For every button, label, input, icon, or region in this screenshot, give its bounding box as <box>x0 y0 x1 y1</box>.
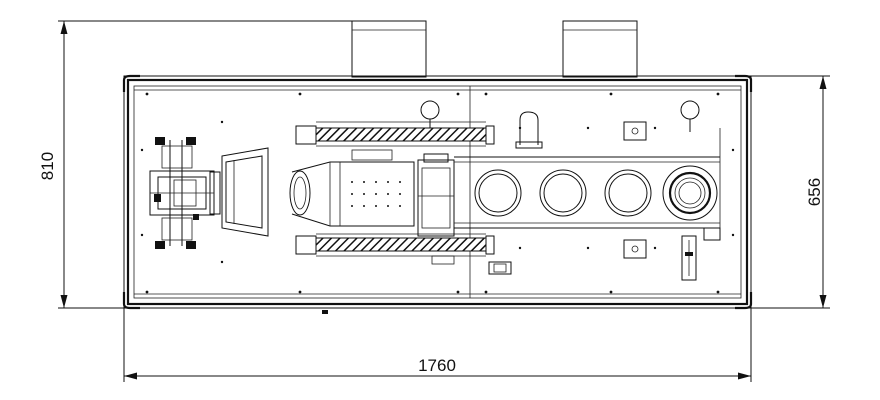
pressure-gauge-right <box>680 100 700 132</box>
dimension-cabinet-height: 656 <box>751 75 830 309</box>
mold-ring-4 <box>662 165 718 221</box>
drum-holes <box>351 181 401 207</box>
mold-ring-2 <box>539 169 587 217</box>
upper-conveyor-belt <box>295 121 495 147</box>
hopper <box>221 147 269 237</box>
drive-unit <box>351 149 455 237</box>
dim-label-656: 656 <box>805 178 824 206</box>
conveyor-rails <box>454 128 721 240</box>
slider-rod <box>681 235 697 281</box>
lower-conveyor-belt <box>295 233 495 265</box>
dimension-overall-width: 1760 <box>123 308 752 382</box>
cabinet-frame <box>122 74 753 314</box>
side-brackets <box>488 121 721 275</box>
mold-ring-1 <box>474 169 522 217</box>
elbow-pipe <box>515 111 543 149</box>
exhaust-stacks <box>351 20 638 78</box>
mounting-holes <box>140 92 735 294</box>
dim-label-810: 810 <box>38 152 57 180</box>
drum-cylinder <box>289 161 415 227</box>
dim-label-1760: 1760 <box>418 356 456 375</box>
pressure-gauge-left <box>420 100 440 128</box>
mold-ring-3 <box>604 169 652 217</box>
dimension-overall-height: 810 <box>38 20 352 309</box>
clamp-assembly <box>149 137 221 249</box>
